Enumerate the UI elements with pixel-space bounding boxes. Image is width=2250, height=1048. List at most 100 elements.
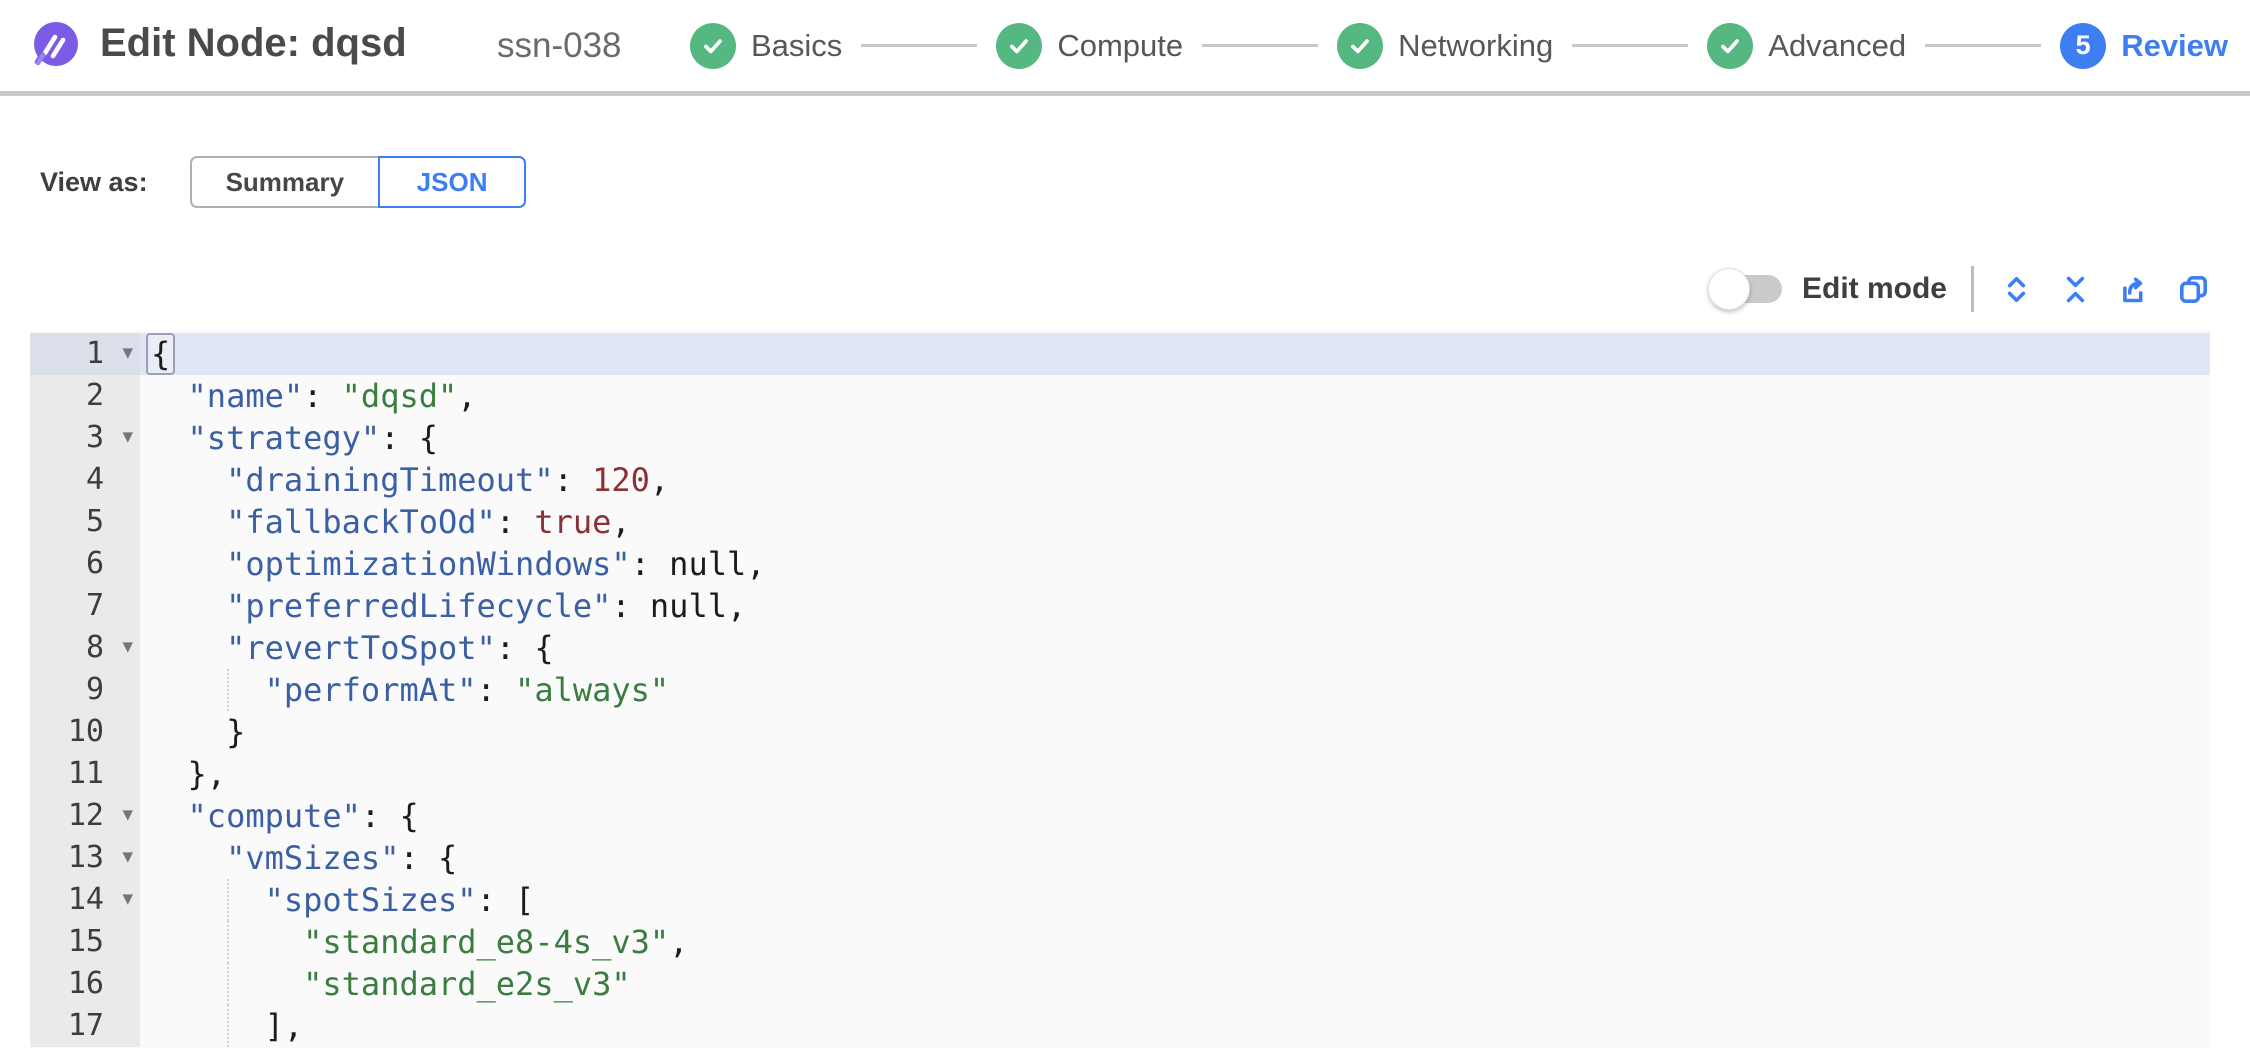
line-number: 9: [30, 669, 140, 711]
token: :: [553, 461, 593, 499]
code-line-6[interactable]: 6 "optimizationWindows": null,: [30, 543, 2210, 585]
token: 120: [592, 461, 650, 499]
step-connector: [1202, 44, 1319, 47]
code-line-1[interactable]: 1▾{: [30, 333, 2210, 375]
token: "spotSizes": [264, 881, 477, 919]
code-content[interactable]: "standard_e8-4s_v3",: [140, 921, 2210, 963]
token: null: [669, 545, 747, 583]
code-content[interactable]: },: [140, 753, 2210, 795]
header: Edit Node: dqsd ssn-038 Basics Compute Net…: [0, 0, 2250, 96]
token: "dqsd": [341, 377, 458, 415]
token: : {: [360, 797, 419, 835]
step-networking[interactable]: Networking: [1337, 22, 1553, 69]
editor-toolbar: Edit mode: [1707, 266, 2210, 312]
code-content[interactable]: ],: [140, 1005, 2210, 1047]
code-content[interactable]: "vmSizes": {: [140, 837, 2210, 879]
code-content[interactable]: "optimizationWindows": null,: [140, 543, 2210, 585]
code-content[interactable]: "strategy": {: [140, 417, 2210, 459]
step-check-icon: [1707, 22, 1754, 69]
indent-guide: [227, 921, 229, 963]
code-content[interactable]: }: [140, 711, 2210, 753]
edit-mode-label: Edit mode: [1801, 272, 1947, 305]
token: null: [649, 587, 727, 625]
code-content[interactable]: "compute": {: [140, 795, 2210, 837]
token: "standard_e2s_v3": [303, 965, 631, 1003]
step-check-icon: [1337, 22, 1384, 69]
fold-arrow-icon[interactable]: ▾: [122, 802, 133, 826]
code-content[interactable]: "spotSizes": [: [140, 879, 2210, 921]
token: "strategy": [187, 419, 381, 457]
indent-guide: [227, 669, 229, 711]
token: :: [476, 671, 516, 709]
line-number: 12▾: [30, 795, 140, 837]
line-number: 10: [30, 711, 140, 753]
code-line-2[interactable]: 2 "name": "dqsd",: [30, 375, 2210, 417]
summary-tab-button[interactable]: Summary: [189, 156, 381, 208]
copy-icon[interactable]: [2177, 273, 2210, 306]
line-number: 17: [30, 1005, 140, 1047]
token: ,: [746, 545, 766, 583]
expand-all-icon[interactable]: [2000, 273, 2033, 306]
json-tab-button[interactable]: JSON: [378, 156, 527, 208]
line-number: 6: [30, 543, 140, 585]
token: "standard_e8-4s_v3": [303, 923, 670, 961]
code-line-4[interactable]: 4 "drainingTimeout": 120,: [30, 459, 2210, 501]
token: },: [187, 755, 227, 793]
json-editor[interactable]: 1▾{2 "name": "dqsd",3▾ "strategy": {4 "d…: [30, 330, 2210, 1048]
indent-guide: [227, 879, 229, 921]
step-check-icon: [996, 22, 1043, 69]
node-id-subtitle: ssn-038: [497, 26, 622, 65]
code-line-7[interactable]: 7 "preferredLifecycle": null,: [30, 585, 2210, 627]
step-check-icon: [690, 22, 736, 69]
line-number: 1▾: [30, 333, 140, 375]
token: :: [630, 545, 670, 583]
fold-arrow-icon[interactable]: ▾: [122, 886, 133, 910]
code-content[interactable]: "revertToSpot": {: [140, 627, 2210, 669]
export-icon[interactable]: [2118, 273, 2151, 306]
fold-arrow-icon[interactable]: ▾: [122, 844, 133, 868]
code-line-13[interactable]: 13▾ "vmSizes": {: [30, 837, 2210, 879]
code-content[interactable]: "name": "dqsd",: [140, 375, 2210, 417]
fold-arrow-icon[interactable]: ▾: [122, 634, 133, 658]
edit-mode-toggle[interactable]: [1707, 268, 1782, 310]
code-content[interactable]: "performAt": "always": [140, 669, 2210, 711]
line-number: 4: [30, 459, 140, 501]
code-line-9[interactable]: 9 "performAt": "always": [30, 669, 2210, 711]
step-connector: [1925, 44, 2042, 47]
code-line-14[interactable]: 14▾ "spotSizes": [: [30, 879, 2210, 921]
token: : {: [380, 419, 438, 457]
step-advanced[interactable]: Advanced: [1707, 22, 1907, 69]
code-content[interactable]: "fallbackToOd": true,: [140, 501, 2210, 543]
code-content[interactable]: "standard_e2s_v3": [140, 963, 2210, 1005]
code-line-15[interactable]: 15 "standard_e8-4s_v3",: [30, 921, 2210, 963]
collapse-all-icon[interactable]: [2059, 273, 2092, 306]
token: "drainingTimeout": [226, 461, 554, 499]
code-line-12[interactable]: 12▾ "compute": {: [30, 795, 2210, 837]
code-line-8[interactable]: 8▾ "revertToSpot": {: [30, 627, 2210, 669]
code-line-11[interactable]: 11 },: [30, 753, 2210, 795]
token: }: [226, 713, 246, 751]
fold-arrow-icon[interactable]: ▾: [122, 340, 133, 364]
code-content[interactable]: "drainingTimeout": 120,: [140, 459, 2210, 501]
token: "preferredLifecycle": [226, 587, 612, 625]
step-compute[interactable]: Compute: [996, 22, 1183, 69]
step-label: Advanced: [1768, 27, 1907, 63]
code-line-5[interactable]: 5 "fallbackToOd": true,: [30, 501, 2210, 543]
token: :: [611, 587, 650, 625]
code-content[interactable]: {: [140, 333, 2210, 375]
page-title: Edit Node: dqsd: [100, 21, 407, 65]
code-line-16[interactable]: 16 "standard_e2s_v3": [30, 963, 2210, 1005]
line-number: 3▾: [30, 417, 140, 459]
code-line-10[interactable]: 10 }: [30, 711, 2210, 753]
code-line-3[interactable]: 3▾ "strategy": {: [30, 417, 2210, 459]
step-connector: [1572, 44, 1689, 47]
step-basics[interactable]: Basics: [690, 22, 842, 69]
code-line-17[interactable]: 17 ],: [30, 1005, 2210, 1047]
token: ,: [649, 461, 670, 499]
fold-arrow-icon[interactable]: ▾: [122, 424, 133, 448]
token: : [: [476, 881, 535, 919]
code-content[interactable]: "preferredLifecycle": null,: [140, 585, 2210, 627]
token: :: [303, 377, 342, 415]
